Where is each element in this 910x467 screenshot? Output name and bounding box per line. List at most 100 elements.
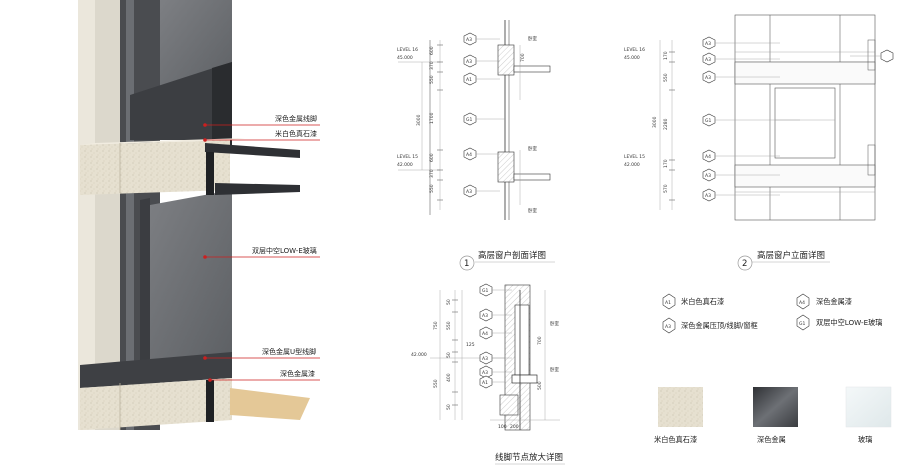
legend-code: A4 bbox=[799, 300, 805, 306]
node-dim: 400 bbox=[446, 373, 452, 382]
section-dim: 370 bbox=[429, 169, 435, 178]
render-callouts bbox=[203, 123, 320, 382]
callout-metal-paint: 深色金属漆 bbox=[280, 369, 315, 378]
node-tag-labels: G1 A3 A4 A3 A3 A1 bbox=[482, 288, 488, 386]
elevation-dims: 170 550 2280 3000 170 570 bbox=[652, 51, 669, 193]
section-tag-labels: A3 A3 A1 G1 A4 A3 bbox=[466, 37, 472, 195]
node-dim: 50 bbox=[446, 404, 452, 410]
section-dim: 550 bbox=[429, 184, 435, 193]
legend-code: A1 bbox=[665, 300, 671, 306]
legend-hex-a1 bbox=[662, 293, 676, 310]
elev-tag: A3 bbox=[705, 193, 711, 199]
elev-tag: A3 bbox=[705, 75, 711, 81]
section-tag: A4 bbox=[466, 152, 472, 158]
section-room-label: 卧室 bbox=[528, 207, 537, 214]
elev-elev-top: 45.000 bbox=[624, 55, 640, 61]
node-dim: 750 bbox=[433, 321, 439, 330]
section-level-top: LEVEL 16 bbox=[397, 47, 418, 53]
elev-level-bot: LEVEL 15 bbox=[624, 154, 645, 160]
node-dim: 50 bbox=[446, 299, 452, 305]
callout-stone-paint: 米白色真石漆 bbox=[275, 129, 317, 138]
elev-elev-bot: 42.000 bbox=[624, 162, 640, 168]
section-dim: 550 bbox=[429, 75, 435, 84]
node-tag: A3 bbox=[482, 313, 488, 319]
swatch-label-glass: 玻璃 bbox=[858, 435, 872, 444]
section-dim: 700 bbox=[520, 53, 526, 62]
section-dims: 600 370 550 1700 600 370 550 3000 700 bbox=[416, 46, 526, 193]
elev-tag: G1 bbox=[705, 118, 711, 124]
node-room-labels: 卧室 卧室 bbox=[550, 320, 559, 373]
section-number-circle bbox=[459, 255, 475, 271]
legend-hex-a3 bbox=[662, 317, 676, 334]
swatch-label-metal: 深色金属 bbox=[757, 435, 786, 444]
node-dim: 100 bbox=[498, 424, 507, 430]
node-room-label: 卧室 bbox=[550, 366, 559, 373]
elev-number: 2 bbox=[742, 259, 747, 269]
facade-render bbox=[70, 0, 320, 430]
legend-label-a3: 深色金属压顶/线脚/窗框 bbox=[681, 321, 758, 330]
node-dims: 50 750 550 125 50 400 550 50 100 200 700… bbox=[433, 299, 543, 430]
elevation-detail bbox=[659, 14, 894, 221]
elev-dim: 170 bbox=[663, 51, 669, 60]
elev-dim: 170 bbox=[663, 159, 669, 168]
elev-tag: A3 bbox=[705, 57, 711, 63]
elev-tag: A3 bbox=[705, 41, 711, 47]
legend bbox=[662, 293, 810, 334]
legend-label-a4: 深色金属漆 bbox=[816, 297, 852, 306]
elev-tag: A4 bbox=[705, 154, 711, 160]
legend-code: G1 bbox=[799, 321, 805, 327]
node-dim: 50 bbox=[446, 352, 452, 358]
swatch-metal bbox=[753, 387, 798, 427]
section-level-bot: LEVEL 15 bbox=[397, 154, 418, 160]
node-dim: 200 bbox=[510, 424, 519, 430]
elev-dim: 550 bbox=[663, 73, 669, 82]
section-tags bbox=[463, 32, 505, 198]
section-room-labels: 卧室 卧室 卧室 bbox=[528, 35, 537, 214]
section-dim: 600 bbox=[429, 153, 435, 162]
section-dim: 600 bbox=[429, 46, 435, 55]
section-elev-bot: 42.000 bbox=[397, 162, 413, 168]
node-tag: A3 bbox=[482, 370, 488, 376]
elev-dim: 2280 bbox=[663, 118, 669, 130]
section-dim: 1700 bbox=[429, 112, 435, 124]
legend-hex-a4 bbox=[796, 293, 810, 310]
section-tag: A1 bbox=[466, 77, 472, 83]
swatch-glass bbox=[845, 386, 892, 428]
elev-tag: A3 bbox=[705, 173, 711, 179]
node-dim: 700 bbox=[537, 336, 543, 345]
legend-label-a1: 米白色真石漆 bbox=[681, 297, 724, 306]
elev-dim: 570 bbox=[663, 184, 669, 193]
node-dim: 550 bbox=[433, 379, 439, 388]
callout-u-molding: 深色金属U型线脚 bbox=[262, 347, 316, 356]
section-tag: G1 bbox=[466, 117, 472, 123]
section-tag: A3 bbox=[466, 189, 472, 195]
section-dim: 3000 bbox=[416, 114, 422, 126]
section-dim: 370 bbox=[429, 61, 435, 70]
elev-number-circle bbox=[737, 255, 753, 271]
node-tag: A3 bbox=[482, 356, 488, 362]
node-dim: 500 bbox=[537, 381, 543, 390]
node-level: 42.000 bbox=[411, 352, 427, 358]
swatch-stone bbox=[658, 387, 703, 427]
swatch-label-stone: 米白色真石漆 bbox=[654, 435, 697, 444]
node-tag: A1 bbox=[482, 380, 488, 386]
elevation-tags bbox=[702, 36, 894, 202]
elev-level-top: LEVEL 16 bbox=[624, 47, 645, 53]
legend-label-g1: 双层中空LOW-E玻璃 bbox=[816, 318, 882, 327]
section-detail bbox=[398, 20, 551, 220]
elevation-tag-labels: A3 A3 A3 G1 A4 A3 A3 bbox=[705, 41, 711, 199]
section-number: 1 bbox=[464, 259, 469, 269]
callout-metal-molding: 深色金属线脚 bbox=[275, 114, 317, 123]
node-detail bbox=[430, 283, 560, 431]
section-title: 高层窗户剖面详图 bbox=[478, 250, 546, 261]
node-tag: G1 bbox=[482, 288, 488, 294]
node-room-label: 卧室 bbox=[550, 320, 559, 327]
elev-dim: 3000 bbox=[652, 116, 658, 128]
legend-hex-g1 bbox=[796, 314, 810, 331]
legend-code: A3 bbox=[665, 324, 671, 330]
section-room-label: 卧室 bbox=[528, 35, 537, 42]
section-tag: A3 bbox=[466, 37, 472, 43]
section-room-label: 卧室 bbox=[528, 145, 537, 152]
node-dim: 550 bbox=[446, 321, 452, 330]
